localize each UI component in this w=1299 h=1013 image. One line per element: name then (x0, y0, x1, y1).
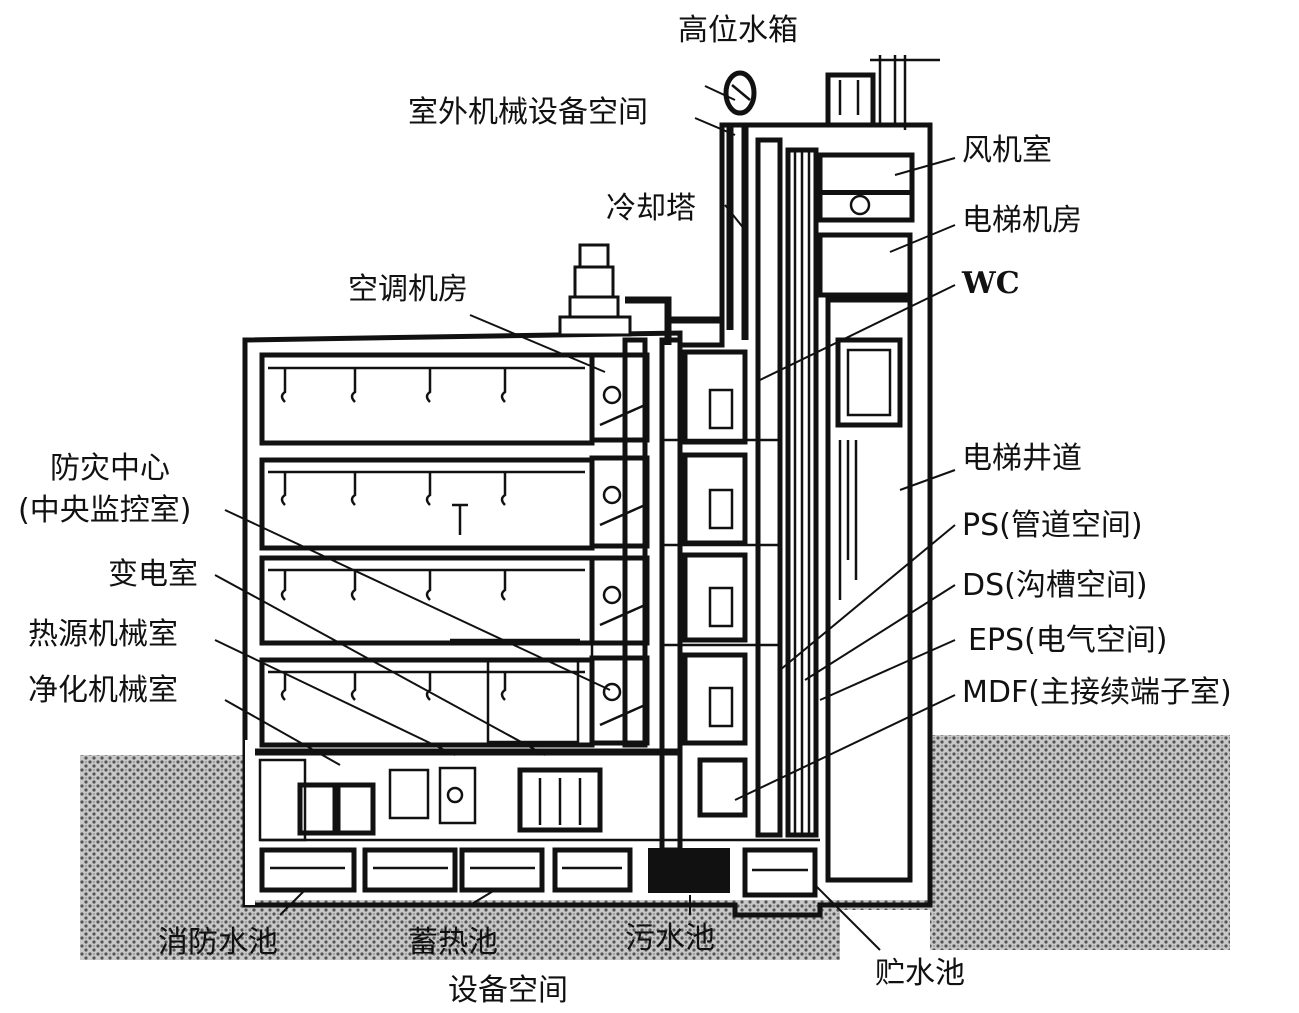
label-disaster-center: 防灾中心 (50, 451, 170, 486)
label-cooling-tower: 冷却塔 (606, 191, 696, 226)
elevator-shaft (817, 152, 915, 883)
label-fan-room: 风机室 (962, 133, 1052, 168)
label-mdf: MDF(主接续端子室) (962, 675, 1232, 710)
labels: 高位水箱 室外机械设备空间 冷却塔 空调机房 风机室 电梯机房 WC 防灾中心 … (18, 13, 1232, 1008)
basement-equipment (255, 748, 820, 842)
label-heat-storage-pool: 蓄热池 (408, 925, 498, 960)
label-central-monitoring: (中央监控室) (18, 493, 191, 528)
cooling-tower (558, 243, 632, 337)
label-equipment-space: 设备空间 (448, 973, 568, 1008)
label-heat-source-room: 热源机械室 (28, 617, 178, 652)
label-sewage-pool: 污水池 (625, 921, 715, 956)
label-ps: PS(管道空间) (962, 508, 1143, 543)
ground-soil (80, 735, 1230, 960)
ceiling-diffusers (268, 366, 585, 701)
wc-rooms (682, 349, 748, 818)
label-tank-high: 高位水箱 (678, 13, 798, 48)
label-ac-room: 空调机房 (348, 272, 468, 307)
label-outdoor-equipment: 室外机械设备空间 (408, 95, 648, 130)
leader-lines (214, 85, 956, 951)
label-substation: 变电室 (108, 557, 198, 592)
label-purification-room: 净化机械室 (28, 673, 178, 708)
label-eps: EPS(电气空间) (968, 623, 1168, 658)
rooftop-equipment (723, 55, 940, 130)
label-wc: WC (961, 266, 1020, 301)
label-storage-pool: 贮水池 (875, 956, 965, 991)
label-elevator-machine-room: 电梯机房 (962, 203, 1082, 238)
label-ds: DS(沟槽空间) (962, 568, 1148, 603)
label-fire-water-pool: 消防水池 (158, 925, 278, 960)
service-shafts (755, 137, 819, 838)
label-elevator-shaft: 电梯井道 (962, 441, 1082, 476)
pools (259, 847, 818, 898)
